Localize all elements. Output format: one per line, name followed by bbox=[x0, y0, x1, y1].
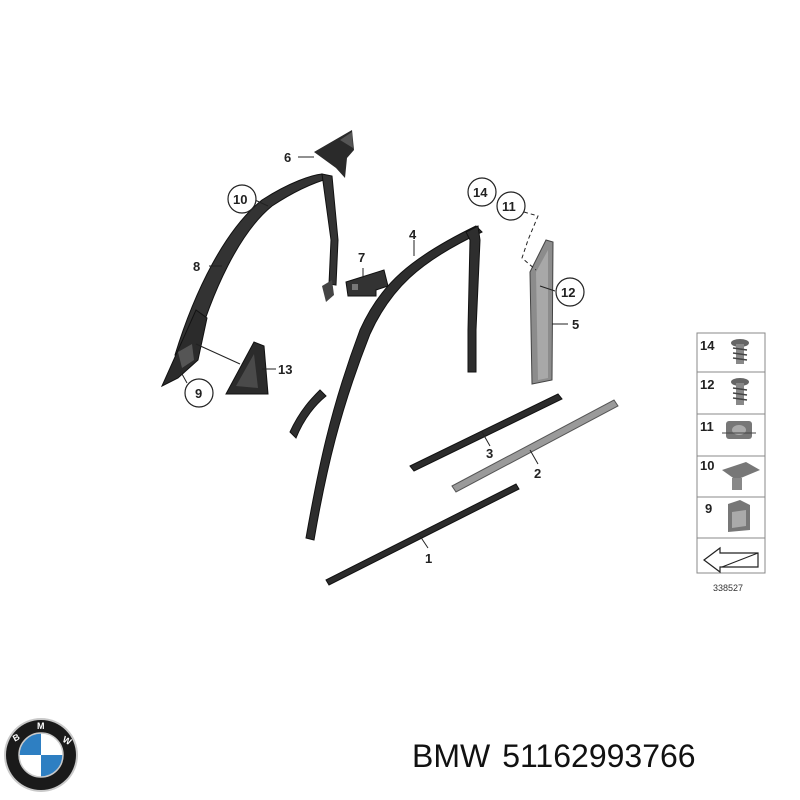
callout-2: 2 bbox=[534, 466, 541, 481]
part-4-door-frame-seal bbox=[289, 225, 483, 541]
callout-14: 14 bbox=[473, 185, 488, 200]
drawing-number: 338527 bbox=[713, 583, 743, 593]
callout-13: 13 bbox=[278, 362, 292, 377]
callout-1: 1 bbox=[425, 551, 432, 566]
screw-icon bbox=[731, 339, 749, 364]
callout-8: 8 bbox=[193, 259, 200, 274]
callout-9: 9 bbox=[195, 386, 202, 401]
callout-12: 12 bbox=[561, 285, 575, 300]
part-5-b-pillar-cover bbox=[529, 239, 554, 385]
part-caption: BMW 51162993766 bbox=[412, 738, 708, 775]
callout-5: 5 bbox=[572, 317, 579, 332]
callout-10: 10 bbox=[233, 192, 247, 207]
legend-label-10: 10 bbox=[700, 458, 714, 473]
retainer-clip-icon bbox=[722, 462, 760, 490]
screw-icon bbox=[731, 378, 749, 405]
spring-clip-icon bbox=[728, 500, 750, 532]
callout-6: 6 bbox=[284, 150, 291, 165]
callout-11: 11 bbox=[502, 199, 516, 214]
legend-label-12: 12 bbox=[700, 377, 714, 392]
legend-label-9: 9 bbox=[705, 501, 712, 516]
part-7-bracket bbox=[345, 269, 389, 297]
part-3-seal-strip bbox=[409, 393, 563, 472]
svg-text:M: M bbox=[37, 721, 45, 731]
part-13-triangle-cover bbox=[225, 341, 269, 395]
part-1-lower-strip bbox=[325, 483, 520, 586]
legend-label-14: 14 bbox=[700, 338, 715, 353]
fastener-legend: 14 12 11 10 9 bbox=[696, 332, 766, 593]
part-6-mirror-trim bbox=[314, 130, 354, 178]
brand-name: BMW bbox=[412, 738, 491, 774]
callout-4: 4 bbox=[409, 227, 417, 242]
part-number: 51162993766 bbox=[502, 738, 696, 774]
callout-3: 3 bbox=[486, 446, 493, 461]
callout-7: 7 bbox=[358, 250, 365, 265]
legend-label-11: 11 bbox=[700, 419, 714, 434]
arrow-icon bbox=[703, 546, 759, 574]
svg-text:B: B bbox=[11, 731, 22, 743]
part-9-corner-trim bbox=[160, 309, 208, 388]
clip-nut-icon bbox=[722, 421, 756, 439]
bmw-logo: B M W bbox=[4, 718, 78, 792]
part-2-trim-moulding bbox=[451, 399, 619, 493]
